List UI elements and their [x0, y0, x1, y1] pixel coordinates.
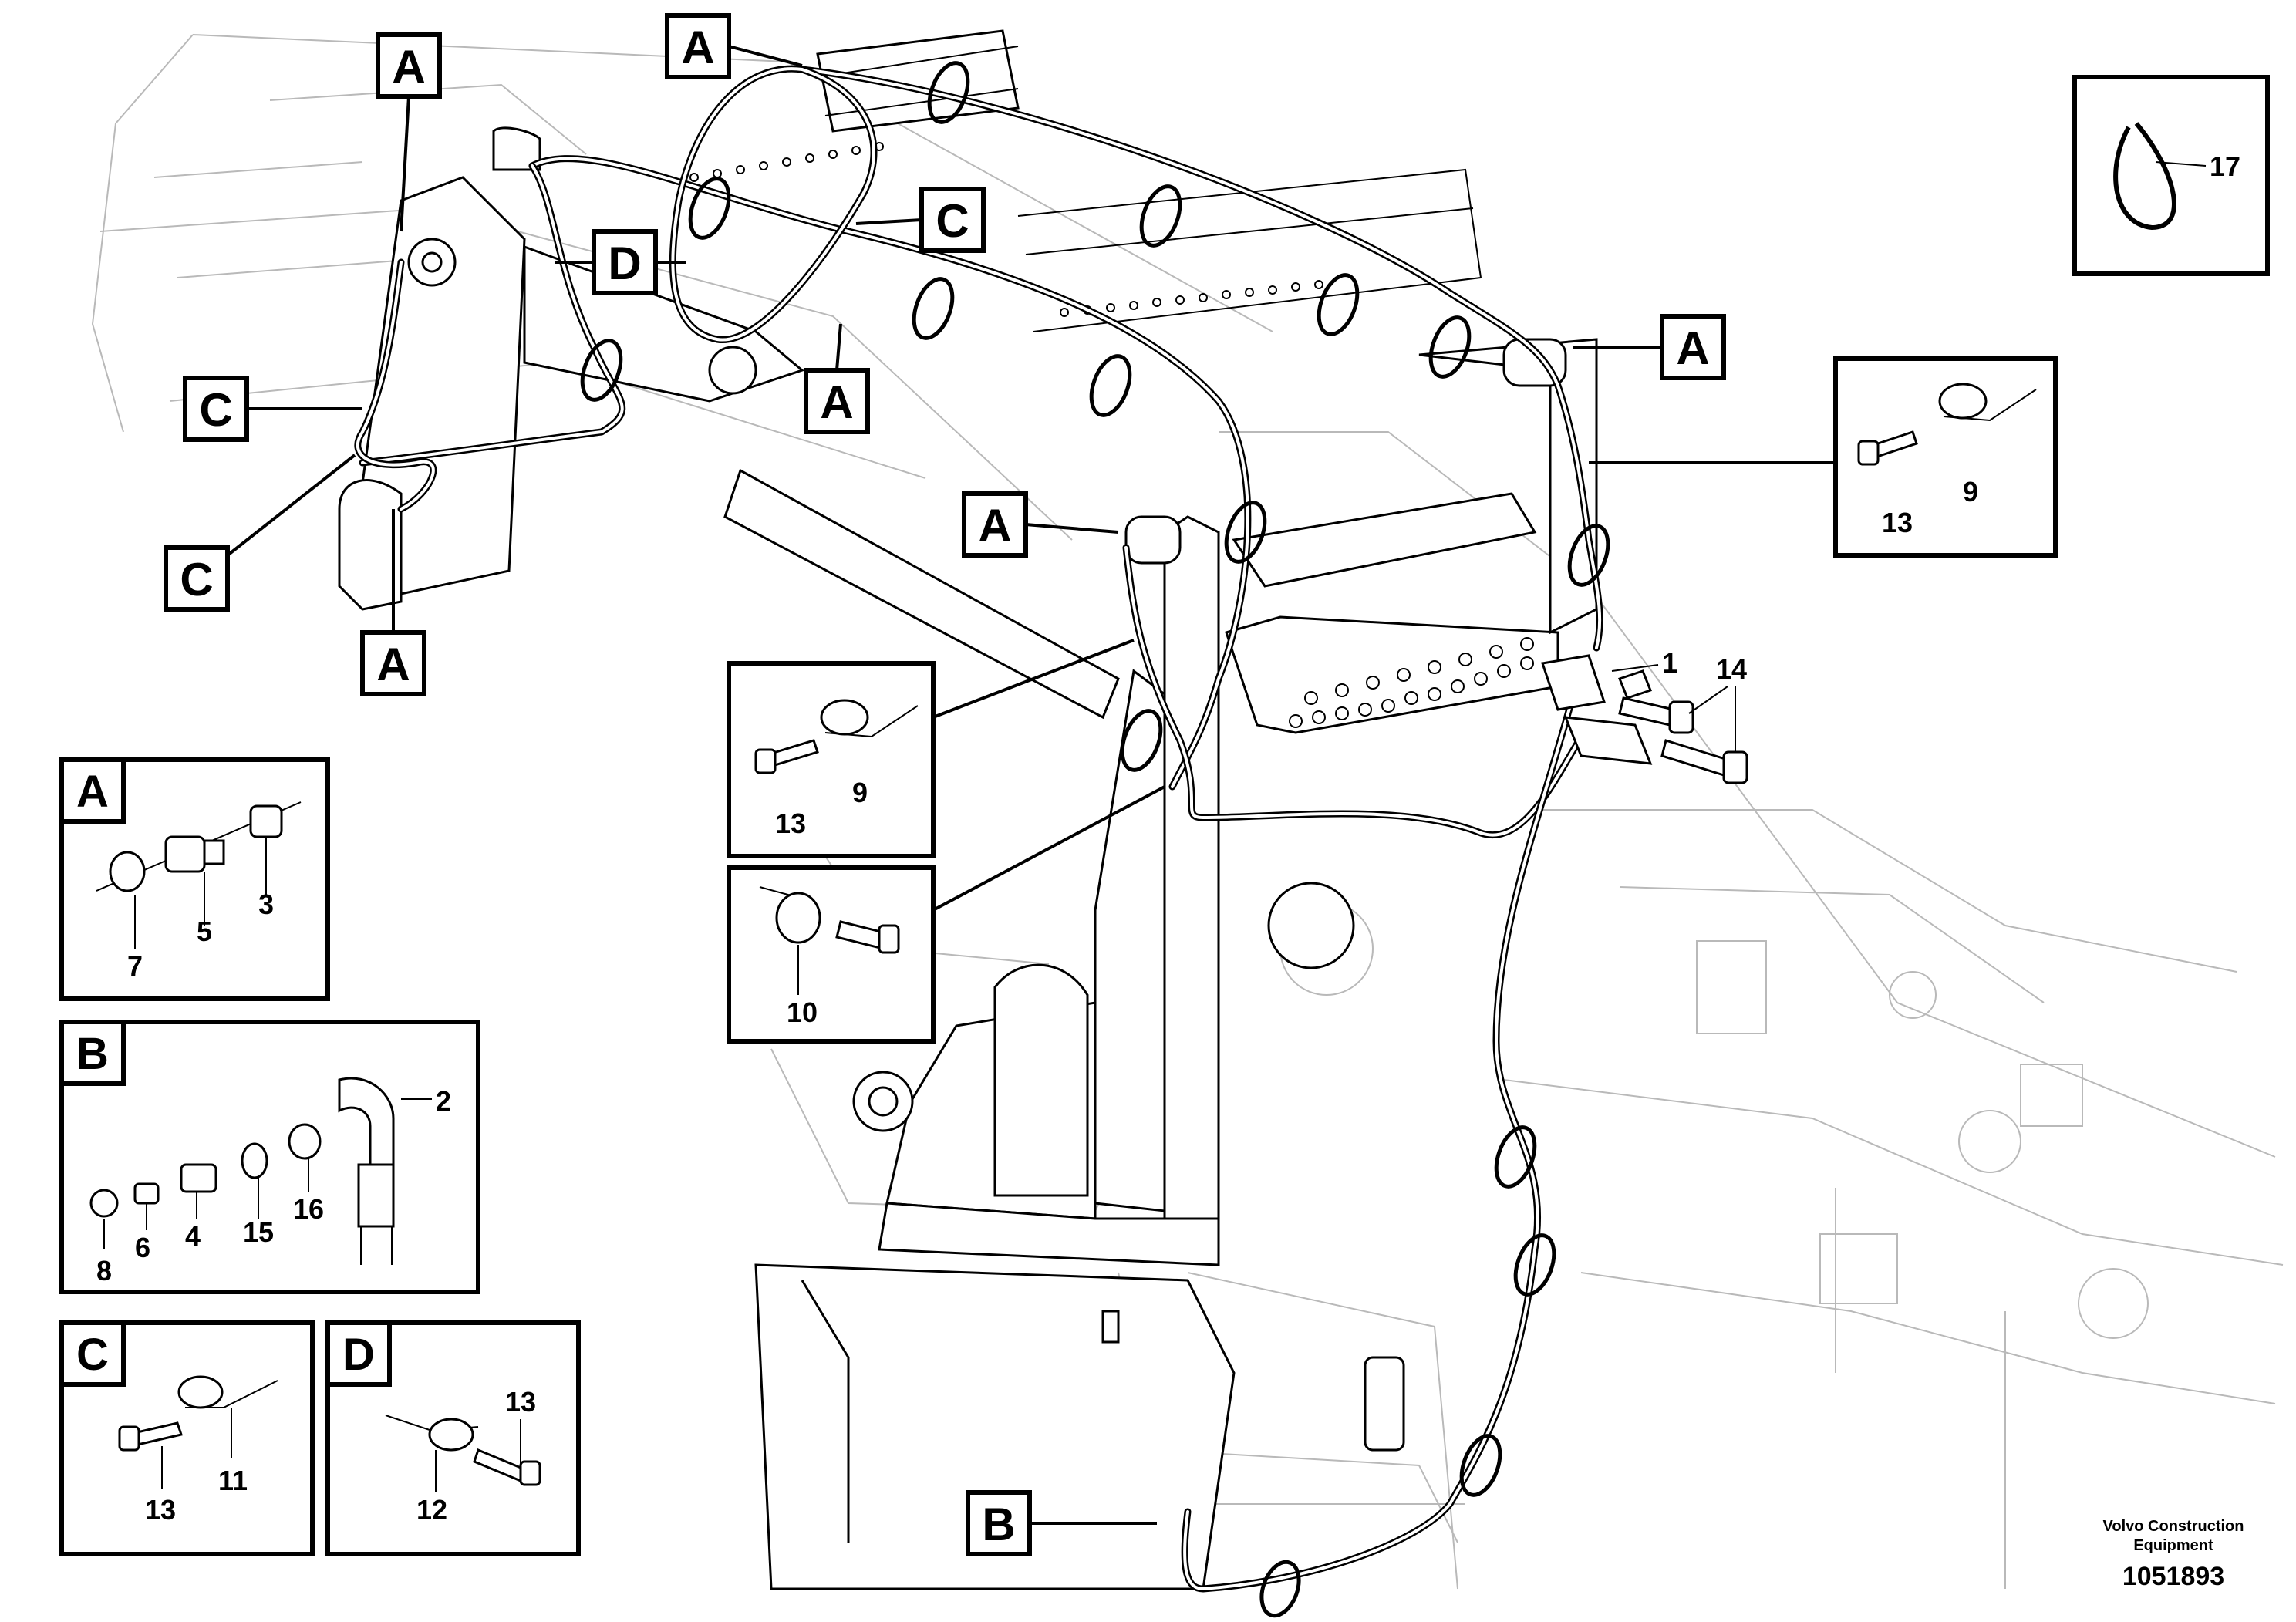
credit-ref-number: 1051893 — [2122, 1562, 2224, 1591]
detail-panel-b: B 8 6 4 15 16 2 — [59, 1020, 480, 1294]
panel-d-label-13: 13 — [505, 1386, 536, 1418]
callout-a-top: A — [665, 13, 803, 79]
panel-a-letter: A — [76, 767, 109, 817]
callout-c-left: C — [183, 376, 362, 442]
callout-a-center-text: A — [820, 376, 853, 428]
callout-a-mid-text: A — [978, 500, 1011, 551]
detail-right-13: 13 — [1882, 507, 1913, 538]
panel-b-label-6: 6 — [135, 1232, 150, 1263]
callout-d-text: D — [608, 238, 641, 289]
callout-a-top-left: A — [376, 32, 442, 232]
cable-ties — [580, 61, 1610, 1618]
detail-right-9: 9 — [1963, 476, 1978, 508]
detail-box-right: 13 9 — [1589, 356, 2058, 558]
detail-ten-10: 10 — [787, 996, 818, 1028]
credit-line1: Volvo Construction — [2103, 1518, 2244, 1535]
callout-a-center: A — [804, 323, 870, 434]
callout-a-right-text: A — [1676, 322, 1709, 374]
callout-a-top-text: A — [681, 22, 714, 73]
detail-tie-17: 17 — [2210, 150, 2240, 182]
panel-a-label-5: 5 — [197, 916, 212, 947]
callout-c-lower-left: C — [164, 454, 356, 612]
hydraulic-hoses — [354, 65, 1603, 1593]
detail-box-tie: 17 — [2072, 75, 2270, 276]
panel-b-label-2: 2 — [436, 1085, 451, 1117]
detail-mid-13: 13 — [775, 808, 806, 839]
callout-c-top-text: C — [936, 195, 969, 247]
item-14-label: 14 — [1688, 653, 1747, 752]
boom-left-arm — [338, 126, 1120, 720]
panel-b-label-4: 4 — [185, 1220, 201, 1252]
panel-b-letter: B — [76, 1029, 109, 1079]
panel-a-label-7: 7 — [127, 950, 143, 982]
panel-b-label-15: 15 — [243, 1216, 274, 1248]
panel-c-letter: C — [76, 1330, 109, 1380]
callout-a-bottom-left-text: A — [376, 639, 410, 690]
panel-b-label-8: 8 — [96, 1255, 112, 1286]
panel-a-label-3: 3 — [258, 889, 274, 920]
detail-mid-9: 9 — [852, 777, 868, 808]
panel-d-label-12: 12 — [416, 1494, 447, 1526]
panel-b-label-16: 16 — [293, 1193, 324, 1225]
callout-b: B — [966, 1490, 1157, 1556]
publisher-credit: Volvo Construction Equipment 1051893 — [2103, 1518, 2244, 1591]
callout-a-bottom-left: A — [360, 509, 426, 696]
callout-a-right: A — [1573, 314, 1726, 380]
detail-panel-c: C 13 11 — [59, 1320, 315, 1556]
pedestal-structure — [754, 515, 1405, 1590]
callout-c-top: C — [855, 187, 986, 253]
credit-line2: Equipment — [2133, 1537, 2213, 1554]
panel-d-letter: D — [342, 1330, 375, 1380]
panel-c-label-13: 13 — [145, 1494, 176, 1526]
detail-box-ten: 10 — [727, 785, 1165, 1044]
bolt-14a — [1618, 696, 1694, 734]
callout-a-mid: A — [962, 491, 1119, 558]
distribution-block — [1541, 654, 1653, 765]
detail-panel-d: D 12 13 — [325, 1320, 581, 1556]
item-14-text: 14 — [1716, 653, 1747, 685]
callout-c-lower-left-text: C — [180, 554, 213, 605]
callout-b-text: B — [982, 1499, 1015, 1550]
bolt-14b — [1660, 739, 1748, 784]
panel-c-label-11: 11 — [218, 1465, 248, 1496]
callout-d: D — [555, 229, 686, 295]
detail-panel-a: A 7 5 3 — [59, 757, 330, 1001]
boom-support-plate — [1124, 338, 1598, 734]
callout-c-left-text: C — [199, 384, 232, 436]
callout-a-top-left-text: A — [392, 41, 425, 93]
item-1-label: 1 — [1611, 647, 1677, 679]
top-rails — [689, 29, 1482, 332]
detail-box-middle: 13 9 — [727, 639, 1135, 858]
item-1-text: 1 — [1662, 647, 1677, 679]
